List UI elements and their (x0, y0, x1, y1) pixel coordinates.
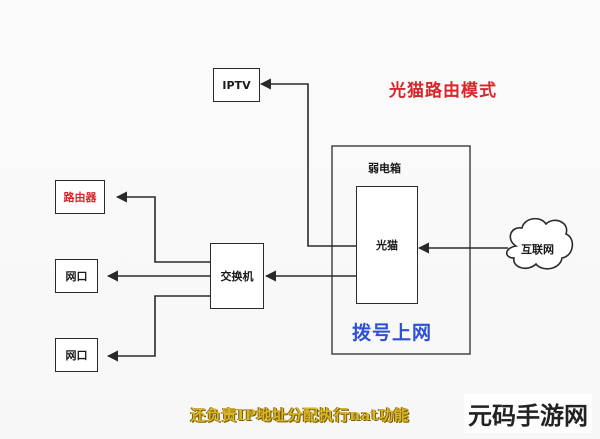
dialup-label: 拨号上网 (352, 322, 433, 344)
caption-text: 还负责IP地址分配执行nat功能 (190, 406, 410, 424)
iptv-node: IPTV (213, 68, 260, 102)
internet-cloud-shape (505, 217, 574, 270)
optical-modem-node: 光猫 (356, 186, 418, 304)
router-node: 路由器 (55, 180, 105, 214)
switch-label: 交换机 (220, 270, 254, 283)
router-label: 路由器 (63, 191, 97, 204)
port-1-label: 网口 (65, 270, 88, 283)
port-2-label: 网口 (65, 349, 88, 362)
optical-modem-label: 光猫 (376, 239, 398, 252)
line-modem-to-iptv (259, 78, 356, 247)
line-switch-to-router (115, 191, 210, 263)
port-node-2: 网口 (55, 338, 98, 372)
port-node-1: 网口 (55, 259, 98, 293)
diagram-title: 光猫路由模式 (389, 81, 497, 101)
line-switch-to-port2 (106, 295, 210, 362)
weak-current-box-label: 弱电箱 (368, 162, 401, 175)
site-watermark: 元码手游网 (464, 394, 592, 433)
iptv-label: IPTV (222, 78, 251, 92)
internet-label: 互联网 (521, 243, 554, 256)
switch-node: 交换机 (210, 243, 264, 309)
weak-current-box (331, 145, 471, 355)
